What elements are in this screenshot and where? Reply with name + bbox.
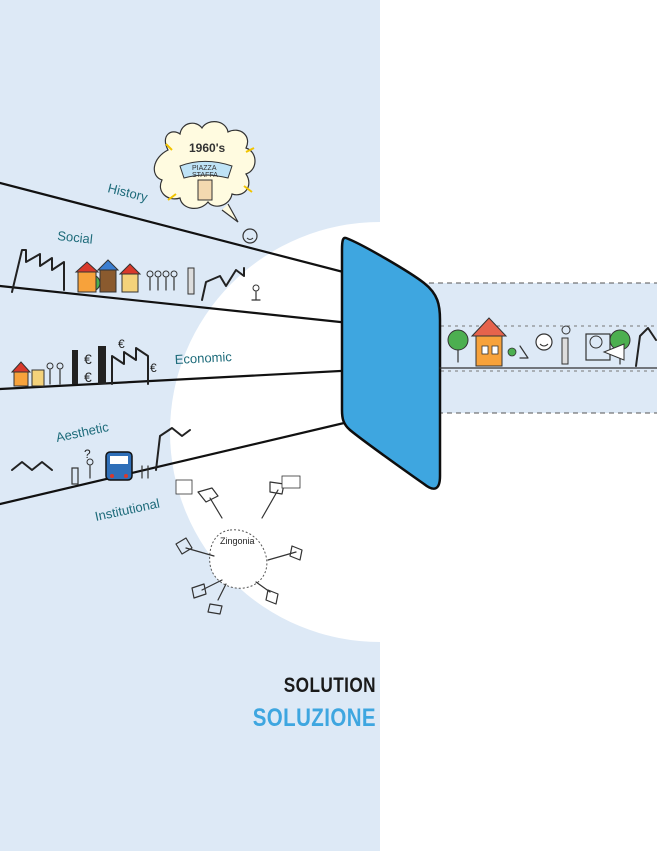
institutional-center: Zingonia (220, 536, 255, 546)
history-place-1: PIAZZA (192, 165, 217, 172)
aesthetic-sketch: ? (11, 427, 191, 485)
perspective-lines (0, 181, 380, 506)
history-place-2: STAFFA (192, 172, 218, 179)
solution-lens (340, 236, 442, 490)
social-sketch (11, 249, 261, 301)
svg-text:€: € (150, 361, 157, 375)
svg-text:€: € (118, 337, 125, 351)
institutional-sketch: Zingonia (175, 475, 303, 615)
svg-text:?: ? (84, 447, 91, 461)
history-year: 1960's (189, 141, 226, 155)
outcome-sketch (439, 317, 657, 369)
economic-sketch: € € € € (10, 337, 157, 387)
label-economic: Economic (174, 349, 232, 367)
context-band (0, 0, 380, 851)
svg-text:€: € (84, 351, 92, 367)
history-sketch: 1960's PIAZZA STAFFA (153, 121, 258, 244)
title-english: SOLUTION (283, 674, 376, 697)
title-italian: SOLUZIONE (252, 704, 376, 732)
svg-text:€: € (84, 369, 92, 385)
label-social: Social (57, 228, 94, 247)
